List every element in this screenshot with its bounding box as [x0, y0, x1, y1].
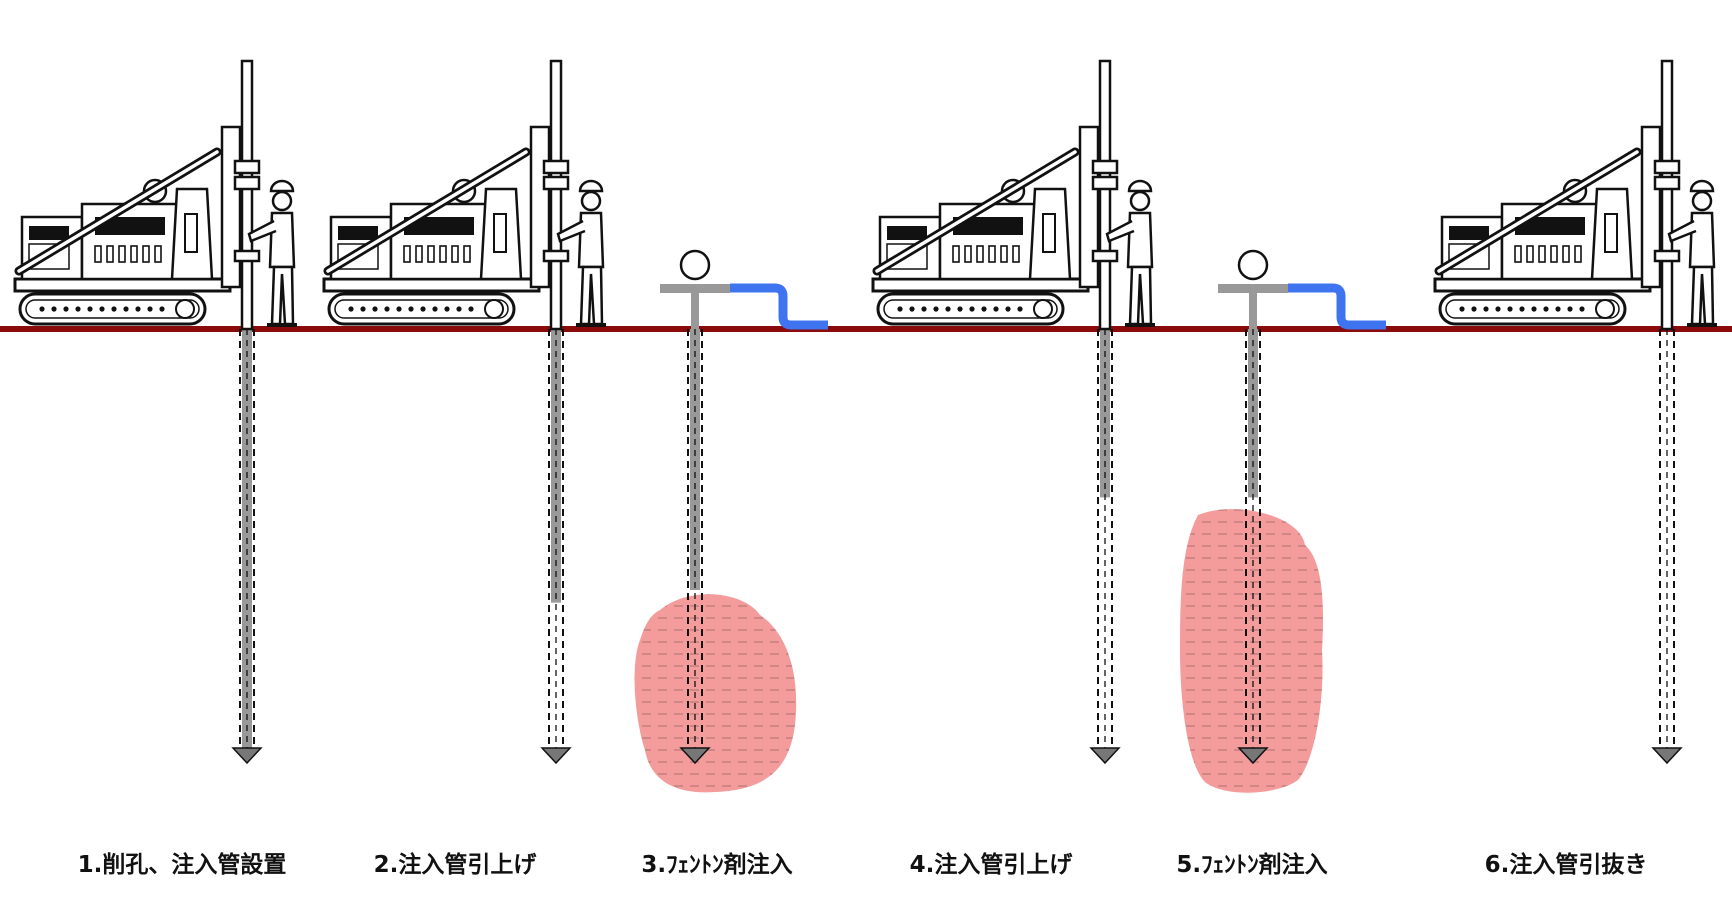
depth-arrowhead [231, 747, 263, 765]
process-step-2 [324, 61, 606, 765]
depth-arrowhead [679, 747, 711, 765]
injection-pipe [1248, 329, 1258, 498]
depth-arrowhead [540, 747, 572, 765]
injection-pipe [1100, 329, 1110, 498]
plume-hatching [1180, 509, 1324, 793]
injection-pipe [690, 329, 700, 591]
injection-head-icon [1218, 251, 1386, 329]
drilling-rig-icon [15, 61, 297, 329]
process-step-5 [1180, 251, 1386, 793]
step-label-4: 4.注入管引上げ [909, 852, 1073, 878]
process-step-4 [873, 61, 1155, 765]
step-label-1: 1.削孔、注入管設置 [77, 852, 287, 878]
process-step-6 [1435, 61, 1717, 765]
injection-head-icon [660, 251, 828, 329]
step-label-3: 3.ﾌｪﾝﾄﾝ剤注入 [641, 852, 793, 878]
plume-hatching [634, 594, 797, 793]
depth-arrowhead [1237, 747, 1269, 765]
step-label-5: 5.ﾌｪﾝﾄﾝ剤注入 [1176, 852, 1328, 878]
process-step-1 [15, 61, 297, 765]
drilling-rig-icon [1435, 61, 1717, 329]
ground-line [0, 326, 1732, 332]
depth-arrowhead [1651, 747, 1683, 765]
depth-arrowhead [1089, 747, 1121, 765]
drilling-rig-icon [873, 61, 1155, 329]
step-label-6: 6.注入管引抜き [1484, 852, 1648, 878]
step-label-2: 2.注入管引上げ [373, 852, 537, 878]
drilling-rig-icon [324, 61, 606, 329]
process-step-3 [634, 251, 828, 793]
